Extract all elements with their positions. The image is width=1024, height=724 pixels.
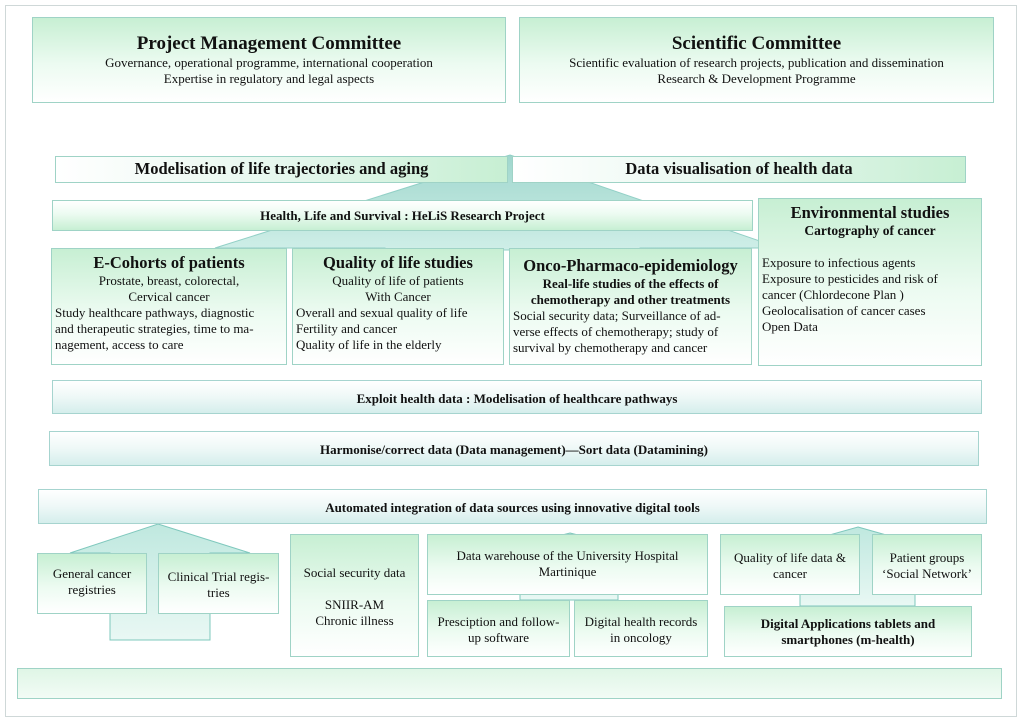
environmental-line: Exposure to pesticides and risk of	[762, 271, 938, 286]
figure-frame	[5, 5, 1017, 717]
sc-title: Scientific Committee	[671, 33, 842, 54]
pmc-title: Project Management Committee	[136, 33, 402, 54]
environmental-line: Open Data	[762, 319, 818, 334]
quality-of-life-data-box: Quality of life data & cancer	[720, 534, 860, 595]
environmental-line: Geolocalisation of cancer cases	[762, 303, 926, 318]
onco-pharmaco-epidemiology-box: Onco-Pharmaco-epidemiology Real-life stu…	[509, 248, 752, 365]
environmental-line: cancer (Chlordecone Plan )	[762, 287, 904, 302]
harmonise-label: Harmonise/correct data (Data management)…	[320, 442, 708, 457]
scientific-committee-box: Scientific Committee Scientific evaluati…	[519, 17, 994, 103]
helis-label: Health, Life and Survival : HeLiS Resear…	[260, 208, 545, 223]
onco-subtitle-line: chemotherapy and other treatments	[530, 292, 731, 307]
apps-line: smartphones (m-health)	[781, 632, 915, 647]
general-cancer-registries-box: General cancer registries	[37, 553, 147, 614]
e-cohorts-line: nagement, access to care	[55, 337, 184, 352]
environmental-subtitle: Cartography of cancer	[804, 223, 936, 238]
project-management-committee-box: Project Management Committee Governance,…	[32, 17, 506, 103]
apps-line: Digital Applications tablets and	[760, 616, 936, 631]
digital-health-records-box: Digital health records in oncology	[574, 600, 708, 657]
onco-subtitle-line: Real-life studies of the effects of	[542, 276, 719, 291]
environmental-line: Exposure to infectious agents	[762, 255, 916, 270]
social-line: SNIIR-AM	[324, 597, 385, 612]
data-visualisation-label: Data visualisation of health data	[625, 159, 853, 178]
environmental-studies-box: Environmental studies Cartography of can…	[758, 198, 982, 366]
social-security-data-box: Social security data SNIIR-AM Chronic il…	[290, 534, 419, 657]
sc-line-1: Scientific evaluation of research projec…	[569, 55, 944, 70]
digital-records-line: in oncology	[610, 630, 672, 645]
e-cohorts-box: E-Cohorts of patients Prostate, breast, …	[51, 248, 287, 365]
modelisation-label: Modelisation of life trajectories and ag…	[134, 159, 429, 178]
e-cohorts-center-line: Cervical cancer	[128, 289, 210, 304]
prescription-line: up software	[467, 630, 529, 645]
social-line: Chronic illness	[315, 613, 394, 628]
onco-line: Social security data; Surveillance of ad…	[513, 308, 721, 323]
qol-line: Quality of life in the elderly	[296, 337, 442, 352]
prescription-line: Presciption and follow-	[437, 614, 560, 629]
digital-records-line: Digital health records	[584, 614, 698, 629]
modelisation-bar: Modelisation of life trajectories and ag…	[55, 156, 508, 183]
qol-line: Fertility and cancer	[296, 321, 398, 336]
registries-line: registries	[68, 582, 116, 597]
qol-data-line: cancer	[773, 566, 807, 581]
automated-label: Automated integration of data sources us…	[325, 500, 700, 515]
patient-groups-box: Patient groups ‘Social Network’	[872, 534, 982, 595]
data-visualisation-bar: Data visualisation of health data	[512, 156, 966, 183]
prescription-software-box: Presciption and follow- up software	[427, 600, 570, 657]
quality-of-life-studies-box: Quality of life studies Quality of life …	[292, 248, 504, 365]
clinical-line: Clinical Trial regis-	[167, 569, 270, 584]
social-spacer	[291, 581, 418, 597]
environmental-title: Environmental studies	[790, 203, 950, 222]
helis-project-bar: Health, Life and Survival : HeLiS Resear…	[52, 200, 753, 231]
onco-title: Onco-Pharmaco-epidemiology	[523, 256, 738, 275]
data-warehouse-box: Data warehouse of the University Hospita…	[427, 534, 708, 595]
e-cohorts-center-line: Prostate, breast, colorectal,	[98, 273, 240, 288]
bottom-bar	[17, 668, 1002, 699]
qol-line: Overall and sexual quality of life	[296, 305, 468, 320]
exploit-label: Exploit health data : Modelisation of he…	[356, 391, 678, 406]
e-cohorts-line: and therapeutic strategies, time to ma-	[55, 321, 254, 336]
e-cohorts-line: Study healthcare pathways, diagnostic	[55, 305, 255, 320]
exploit-health-data-band: Exploit health data : Modelisation of he…	[52, 380, 982, 414]
warehouse-line: Data warehouse of the University Hospita…	[456, 548, 679, 563]
warehouse-line: Martinique	[538, 564, 597, 579]
registries-line: General cancer	[52, 566, 132, 581]
pmc-line-2: Expertise in regulatory and legal aspect…	[163, 71, 375, 86]
harmonise-data-band: Harmonise/correct data (Data management)…	[49, 431, 979, 466]
sc-line-2: Research & Development Programme	[657, 71, 856, 86]
clinical-trial-registries-box: Clinical Trial regis- tries	[158, 553, 279, 614]
onco-line: verse effects of chemotherapy; study of	[513, 324, 719, 339]
pmc-line-1: Governance, operational programme, inter…	[105, 55, 433, 70]
qol-data-line: Quality of life data &	[734, 550, 846, 565]
qol-center-line: Quality of life of patients	[332, 273, 464, 288]
social-line: Social security data	[303, 565, 406, 580]
qol-title: Quality of life studies	[323, 253, 473, 272]
automated-integration-band: Automated integration of data sources us…	[38, 489, 987, 524]
e-cohorts-title: E-Cohorts of patients	[93, 253, 245, 272]
clinical-line: tries	[207, 585, 230, 600]
onco-line: survival by chemotherapy and cancer	[513, 340, 708, 355]
digital-applications-box: Digital Applications tablets and smartph…	[724, 606, 972, 657]
patient-groups-line: ‘Social Network’	[882, 566, 972, 581]
qol-center-line: With Cancer	[365, 289, 431, 304]
patient-groups-line: Patient groups	[889, 550, 965, 565]
